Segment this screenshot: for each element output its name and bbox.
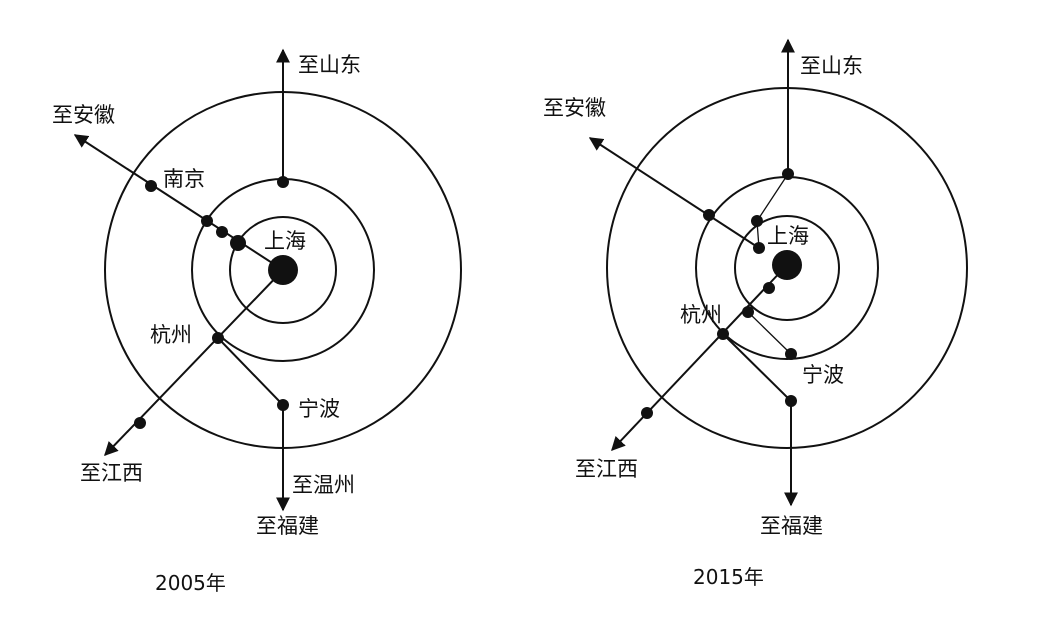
link-to-ningbo bbox=[747, 311, 792, 355]
node bbox=[742, 306, 754, 318]
label-to-anhui: 至安徽 bbox=[52, 103, 115, 127]
label-to-shandong: 至山东 bbox=[800, 54, 863, 78]
node bbox=[782, 168, 794, 180]
label-to-fujian: 至福建 bbox=[760, 514, 823, 538]
shanghai-node bbox=[268, 255, 298, 285]
diagram-2015: 至山东 至安徽 上海 杭州 宁波 至江西 至福建 2015年 bbox=[543, 38, 968, 589]
node bbox=[641, 407, 653, 419]
diagram-2005: 至山东 至安徽 南京 上海 杭州 宁波 至江西 至温州 至福建 2005年 bbox=[52, 48, 462, 595]
node bbox=[763, 282, 775, 294]
node bbox=[134, 417, 146, 429]
node bbox=[785, 395, 797, 407]
route-to-anhui bbox=[588, 137, 760, 249]
label-ningbo: 宁波 bbox=[298, 397, 340, 421]
route-to-fujian bbox=[217, 337, 290, 512]
caption-2015: 2015年 bbox=[693, 565, 764, 589]
inner-ring bbox=[229, 216, 337, 324]
hangzhou-node bbox=[717, 328, 729, 340]
node bbox=[216, 226, 228, 238]
label-nanjing: 南京 bbox=[163, 167, 205, 191]
hangzhou-node bbox=[212, 332, 224, 344]
node bbox=[751, 215, 763, 227]
node bbox=[703, 209, 715, 221]
node bbox=[230, 235, 246, 251]
inner-ring bbox=[734, 215, 840, 321]
label-hangzhou: 杭州 bbox=[680, 303, 722, 327]
ningbo-node bbox=[785, 348, 797, 360]
ningbo-node bbox=[277, 399, 289, 411]
label-ningbo: 宁波 bbox=[802, 363, 844, 387]
node bbox=[201, 215, 213, 227]
route-to-anhui bbox=[73, 134, 284, 271]
label-to-jiangxi: 至江西 bbox=[80, 461, 143, 485]
label-to-fujian: 至福建 bbox=[256, 514, 319, 538]
label-hangzhou: 杭州 bbox=[150, 323, 192, 347]
caption-2005: 2005年 bbox=[155, 571, 226, 595]
shanghai-node bbox=[772, 250, 802, 280]
label-to-anhui: 至安徽 bbox=[543, 96, 606, 120]
node bbox=[277, 176, 289, 188]
label-to-shandong: 至山东 bbox=[298, 53, 361, 77]
label-shanghai: 上海 bbox=[264, 229, 306, 253]
node bbox=[753, 242, 765, 254]
label-to-wenzhou: 至温州 bbox=[292, 473, 355, 497]
label-to-jiangxi: 至江西 bbox=[575, 457, 638, 481]
label-shanghai: 上海 bbox=[767, 224, 809, 248]
nanjing-node bbox=[145, 180, 157, 192]
route-to-jiangxi bbox=[611, 264, 788, 452]
